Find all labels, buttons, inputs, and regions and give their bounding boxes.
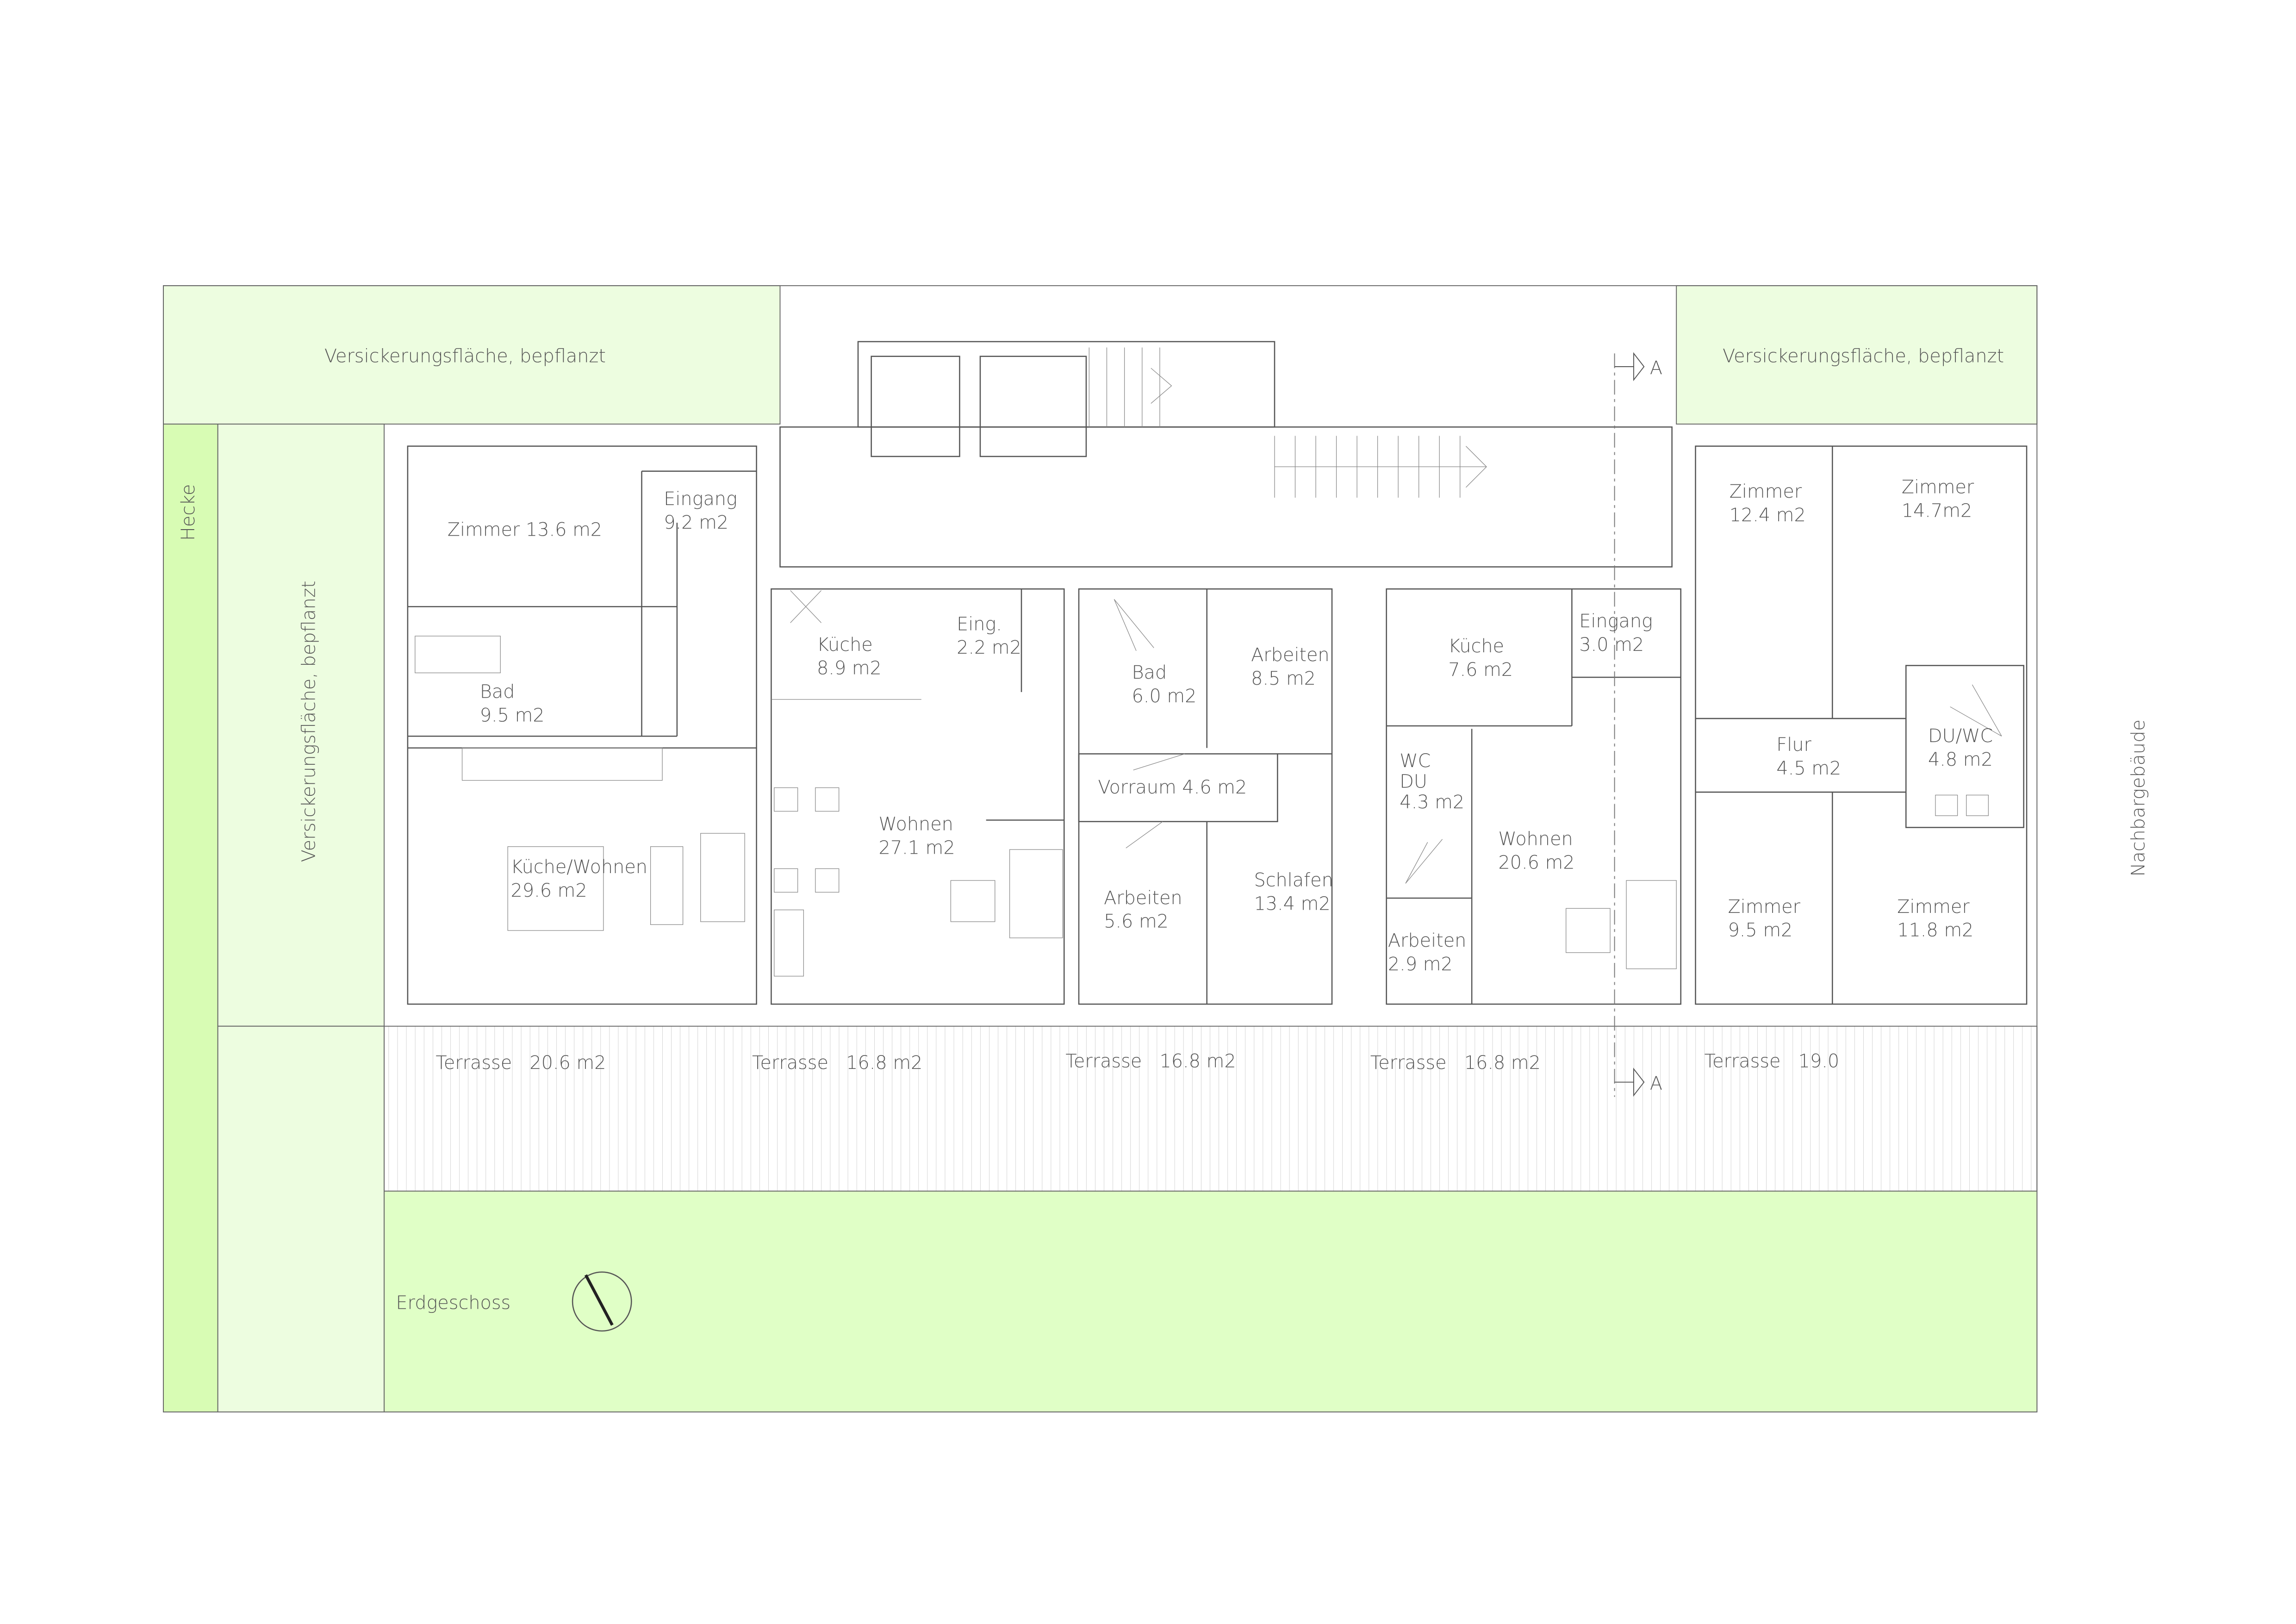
zone-label-top-right: Versickerungsfläche, bepflanzt	[1723, 345, 2004, 367]
planted-area-top-left	[163, 285, 781, 425]
neighbour-label: Nachbargebäude	[2128, 719, 2149, 876]
unit-2	[771, 588, 1065, 1005]
unit-1	[407, 445, 757, 1005]
room-label: Zimmer 13.6 m2	[448, 519, 602, 541]
terrace-strip	[384, 1025, 2038, 1192]
room-label: Vorraum 4.6 m2	[1098, 777, 1247, 798]
room-label: 4.3 m2	[1400, 792, 1464, 813]
hedge-strip	[163, 424, 218, 1412]
unit-3	[1078, 588, 1333, 1005]
planted-area-top-right	[1676, 285, 2038, 425]
hedge-label: Hecke	[178, 484, 199, 541]
room-label: Eing.2.2 m2	[957, 613, 1021, 658]
unit-5	[1695, 445, 2028, 1005]
north-arrow-icon	[572, 1271, 632, 1332]
zone-label-left: Versickerungsfläche, bepflanzt	[299, 581, 320, 862]
plan-title: Erdgeschoss	[396, 1292, 510, 1313]
terrace-label: Terrasse 20.6 m2	[436, 1052, 606, 1074]
section-label-top: A	[1650, 357, 1662, 379]
lawn-area	[384, 1190, 2038, 1412]
section-line-a	[1614, 352, 1645, 1097]
section-label-bottom: A	[1650, 1073, 1662, 1094]
planted-area-left-lower	[217, 1025, 385, 1412]
stairwell-block	[779, 341, 1673, 568]
unit-4	[1386, 588, 1681, 1005]
planted-area-left	[217, 424, 385, 1027]
zone-label-top-left: Versickerungsfläche, bepflanzt	[324, 345, 606, 367]
